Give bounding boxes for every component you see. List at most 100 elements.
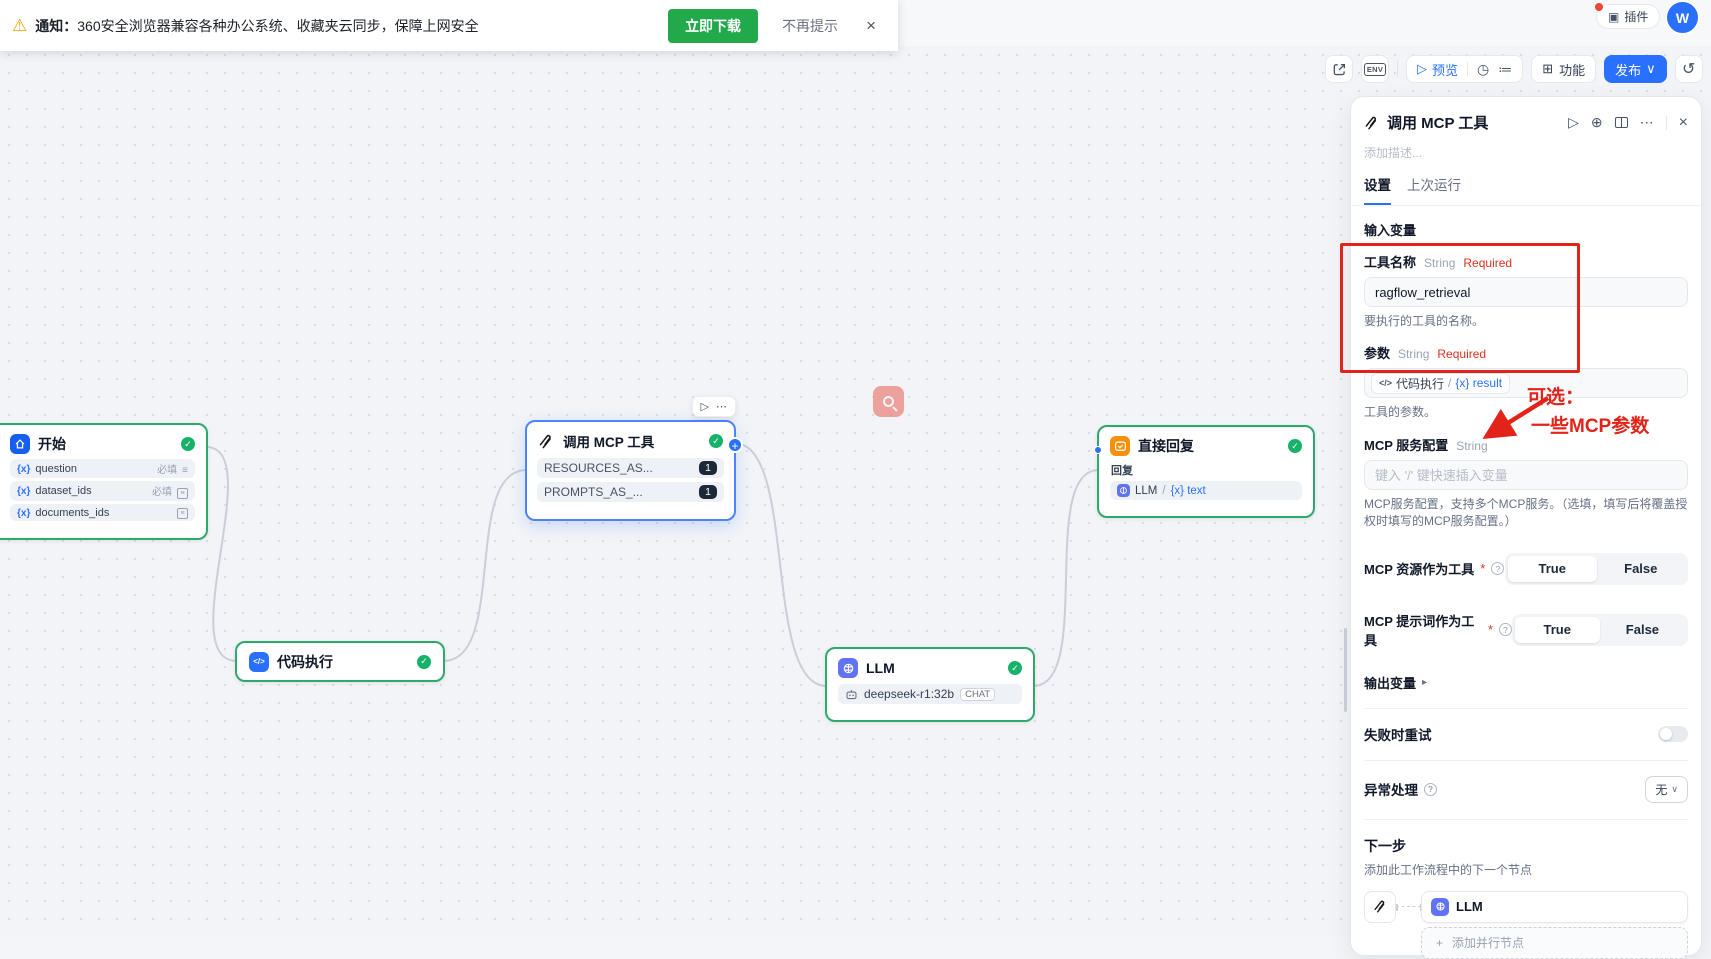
help-icon[interactable]: ? — [1424, 782, 1437, 796]
dashed-connector — [1396, 891, 1421, 923]
env-icon: ENV — [1363, 62, 1387, 76]
next-step-title: 下一步 — [1364, 837, 1406, 854]
false-option[interactable]: False — [1624, 561, 1658, 577]
required-label: 必填 — [152, 487, 172, 498]
plugin-button[interactable]: ▣ 插件 — [1595, 3, 1661, 29]
notification-close-icon[interactable]: × — [866, 15, 876, 35]
success-check-icon: ✓ — [181, 437, 195, 451]
array-icon: ≡ — [177, 488, 188, 499]
node-mcp[interactable]: ▷ ⋯ 调用 MCP 工具 ✓ RESOURCES_AS... 1 PROMPT… — [525, 396, 743, 521]
node-title: LLM — [866, 660, 895, 676]
params-input[interactable]: </> 代码执行 / {x} result — [1364, 368, 1688, 399]
start-var-dataset-ids[interactable]: {x}dataset_ids 必填≡ — [10, 481, 195, 501]
help-icon[interactable]: ? — [1491, 562, 1505, 576]
preview-group: ▷预览 ◷ ≔ — [1406, 55, 1524, 83]
required-label: 必填 — [157, 465, 178, 476]
start-var-question[interactable]: {x}question 必填≡ — [10, 459, 195, 478]
more-icon[interactable]: ⋯ — [1639, 114, 1654, 130]
preview-button[interactable]: ▷预览 — [1417, 60, 1458, 79]
annotation-text-line1: 可选： — [1527, 387, 1585, 408]
variable-pill[interactable]: </> 代码执行 / {x} result — [1371, 372, 1511, 394]
false-option[interactable]: False — [1625, 622, 1660, 638]
llm-model-row[interactable]: deepseek-r1:32b CHAT — [838, 684, 1022, 704]
description-placeholder[interactable]: 添加描述... — [1364, 146, 1423, 160]
checklist-icon[interactable]: ≔ — [1498, 61, 1513, 77]
node-code[interactable]: </> 代码执行 ✓ — [235, 641, 445, 682]
mcp-row-resources[interactable]: RESOURCES_AS... 1 — [537, 458, 724, 478]
browser-search-float-button[interactable] — [873, 386, 904, 417]
next-step-graph: LLM + 添加并行节点 — [1364, 890, 1688, 959]
success-check-icon: ✓ — [1288, 439, 1302, 453]
run-node-icon[interactable]: ▷ — [1568, 114, 1579, 130]
error-handling-row: 异常处理? 无 ∨ — [1364, 775, 1688, 803]
workflow-editor: ⚠ 通知：360安全浏览器兼容各种办公系统、收藏夹云同步，保障上网安全 立即下载… — [0, 0, 1711, 936]
mcp-config-input[interactable]: 键入 '/' 键快速插入变量 — [1364, 459, 1688, 490]
var-x-icon: {x} — [17, 507, 31, 519]
success-check-icon: ✓ — [709, 434, 723, 448]
success-check-icon: ✓ — [417, 654, 431, 669]
error-handling-label: 异常处理 — [1364, 783, 1418, 799]
locate-node-icon[interactable]: ⊕ — [1590, 114, 1603, 130]
required-label: Required — [1437, 347, 1487, 362]
help-icon[interactable]: ? — [1499, 623, 1512, 637]
type-label: String — [1456, 438, 1488, 453]
history-clock-icon[interactable]: ◷ — [1477, 61, 1490, 77]
scrollbar[interactable] — [1344, 628, 1347, 712]
resources-as-tool-row: MCP 资源作为工具 * ? True False — [1364, 552, 1688, 585]
code-icon: </> — [1379, 378, 1393, 389]
node-title: 代码执行 — [277, 653, 333, 670]
node-llm[interactable]: LLM ✓ deepseek-r1:32b CHAT — [825, 647, 1035, 722]
mcp-row-prompts[interactable]: PROMPTS_AS_... 1 — [537, 482, 724, 502]
annotation-text-line2: 一些MCP参数 — [1531, 416, 1650, 437]
tool-name-label: 工具名称 — [1364, 255, 1417, 270]
error-handling-select[interactable]: 无 ∨ — [1645, 775, 1688, 803]
split-view-icon[interactable] — [1614, 117, 1628, 128]
resources-as-tool-label: MCP 资源作为工具 — [1364, 562, 1475, 578]
true-option[interactable]: True — [1508, 555, 1597, 582]
required-star: * — [1480, 561, 1486, 577]
add-connection-icon[interactable]: + — [727, 437, 743, 453]
tab-settings[interactable]: 设置 — [1364, 174, 1391, 205]
grid-icon: ⊞ — [1542, 61, 1554, 76]
more-icon[interactable]: ⋯ — [716, 401, 727, 413]
true-option[interactable]: True — [1514, 616, 1600, 643]
download-now-button[interactable]: 立即下载 — [668, 8, 759, 43]
env-button[interactable]: ENV — [1361, 55, 1389, 83]
dont-remind-button[interactable]: 不再提示 — [782, 17, 839, 34]
notification-bar: ⚠ 通知：360安全浏览器兼容各种办公系统、收藏夹云同步，保障上网安全 立即下载… — [0, 0, 898, 51]
output-variables-row[interactable]: 输出变量 ▸ — [1364, 673, 1688, 692]
start-var-documents-ids[interactable]: {x}documents_ids ≡ — [10, 504, 195, 521]
version-history-button[interactable]: ↺ — [1674, 55, 1703, 83]
ref-node-name: LLM — [1135, 484, 1158, 497]
retry-toggle[interactable] — [1658, 725, 1688, 742]
reply-variable-row[interactable]: LLM / {x} text — [1110, 481, 1302, 500]
node-reply[interactable]: 直接回复 ✓ 回复 LLM / {x} text — [1094, 425, 1315, 518]
tool-name-input[interactable]: ragflow_retrieval — [1364, 277, 1688, 307]
next-step-subtitle: 添加此工作流程中的下一个节点 — [1364, 862, 1533, 877]
node-start[interactable]: 开始 ✓ {x}question 必填≡ {x}dataset_ids 必填≡ … — [0, 423, 208, 540]
features-button[interactable]: ⊞ 功能 — [1531, 55, 1597, 83]
avatar[interactable]: W — [1667, 2, 1698, 33]
input-handle[interactable] — [1094, 446, 1102, 454]
next-node-llm[interactable]: LLM — [1421, 890, 1688, 923]
row-label: RESOURCES_AS... — [544, 461, 653, 475]
publish-button[interactable]: 发布∨ — [1604, 55, 1667, 83]
export-button[interactable] — [1325, 55, 1353, 83]
node-hover-toolbar: ▷ ⋯ — [691, 396, 736, 417]
notification-message: 360安全浏览器兼容各种办公系统、收藏夹云同步，保障上网安全 — [77, 17, 479, 34]
run-icon[interactable]: ▷ — [700, 401, 709, 413]
params-helper: 工具的参数。 — [1364, 405, 1437, 420]
var-name: question — [35, 462, 77, 475]
panel-close-icon[interactable]: × — [1678, 113, 1688, 131]
required-star: * — [1488, 622, 1494, 638]
var-x-icon: {x} — [17, 486, 31, 497]
next-node-label: LLM — [1456, 899, 1483, 915]
features-label: 功能 — [1559, 62, 1586, 78]
plus-icon: + — [1436, 935, 1444, 950]
reply-field-label: 回复 — [1111, 465, 1133, 477]
tab-last-run[interactable]: 上次运行 — [1407, 178, 1461, 193]
separator: / — [1448, 376, 1452, 391]
array-icon: ≡ — [177, 508, 188, 519]
type-label: String — [1424, 256, 1456, 270]
add-parallel-node-button[interactable]: + 添加并行节点 — [1421, 926, 1688, 959]
